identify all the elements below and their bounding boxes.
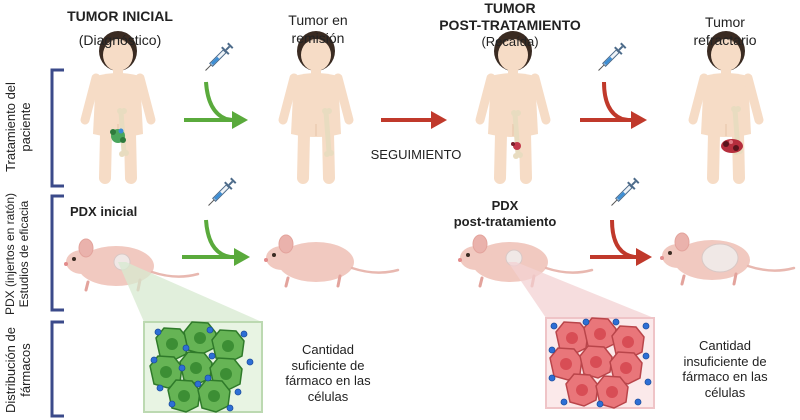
red-arrow-pdx (610, 219, 635, 259)
sufficient-line: suficiente de (291, 357, 365, 373)
row-label-drug: Distribución de fármacos (3, 320, 34, 420)
col1-title: TUMOR INICIAL (67, 8, 173, 24)
cell-cluster-insufficient (545, 317, 655, 409)
bracket-drug (50, 320, 64, 418)
col1-subtitle: (Diagnóstico) (78, 32, 162, 48)
bracket-patient (50, 68, 64, 188)
mouse-icon-4 (658, 231, 796, 286)
col4-title-line1: Tumor (705, 14, 745, 30)
green-arrow-patient (204, 81, 233, 122)
child-icon-2 (283, 31, 349, 178)
col3-subtitle: (Recaída) (481, 34, 539, 49)
syringe-icon (203, 175, 239, 211)
zoom-cone-red (508, 262, 654, 318)
syringe-icon (200, 40, 236, 76)
col3-title-line1: TUMOR (484, 0, 536, 16)
red-arrow-patient (602, 81, 629, 122)
insufficient-line: fármaco en las (682, 369, 768, 385)
tumor-icon (721, 139, 743, 153)
insufficient-line: células (704, 384, 746, 400)
row-label-drug-line2: fármacos (17, 343, 33, 397)
row-label-patient-line2: paciente (17, 102, 33, 152)
row-brackets (50, 68, 64, 418)
child-icon-4 (693, 31, 759, 178)
pdx-post-label-line2: post-tratamiento (453, 214, 557, 229)
sufficient-line: Cantidad (301, 342, 355, 357)
bracket-pdx (50, 194, 64, 312)
row-label-pdx: PDX (injertos en ratón) Estudios de efic… (3, 192, 32, 316)
row-label-drug-line1: Distribución de (3, 327, 18, 413)
cell-cluster-sufficient (143, 321, 263, 413)
green-arrow-pdx (204, 219, 231, 259)
child-icon-1 (85, 31, 151, 178)
col4-title-line2: refractario (693, 32, 757, 48)
col3-title-line2: POST-TRATAMIENTO (439, 17, 581, 33)
child-icon-3 (480, 31, 546, 178)
tumor-icon (511, 142, 521, 150)
insufficient-line: insuficiente de (683, 353, 767, 369)
row-label-pdx-line2: Estudios de eficacia (16, 200, 31, 308)
syringe-icon (606, 175, 642, 211)
insufficient-text: Cantidad insuficiente de fármaco en las … (660, 338, 790, 400)
tumor-icon (701, 243, 739, 273)
row-label-patient-line1: Tratamiento del (3, 82, 18, 172)
follow-up-label: SEGUIMIENTO (370, 147, 462, 162)
row-label-pdx-line1: PDX (injertos en ratón) (3, 192, 17, 316)
pdx-post-label-line1: PDX (491, 198, 519, 213)
sufficient-line: células (307, 388, 349, 404)
row-label-patient: Tratamiento del paciente (3, 64, 34, 190)
pdx-initial-label: PDX inicial (70, 204, 138, 219)
mouse-icon-2 (262, 233, 400, 288)
zoom-cone-green (118, 262, 262, 322)
sufficient-text: Cantidad suficiente de fármaco en las cé… (272, 342, 384, 404)
col2-title-line1: Tumor en (288, 12, 348, 28)
tumor-icon (110, 128, 126, 143)
col2-title-line2: remisión (291, 30, 345, 46)
insufficient-line: Cantidad (698, 338, 752, 353)
sufficient-line: fármaco en las (285, 373, 371, 389)
